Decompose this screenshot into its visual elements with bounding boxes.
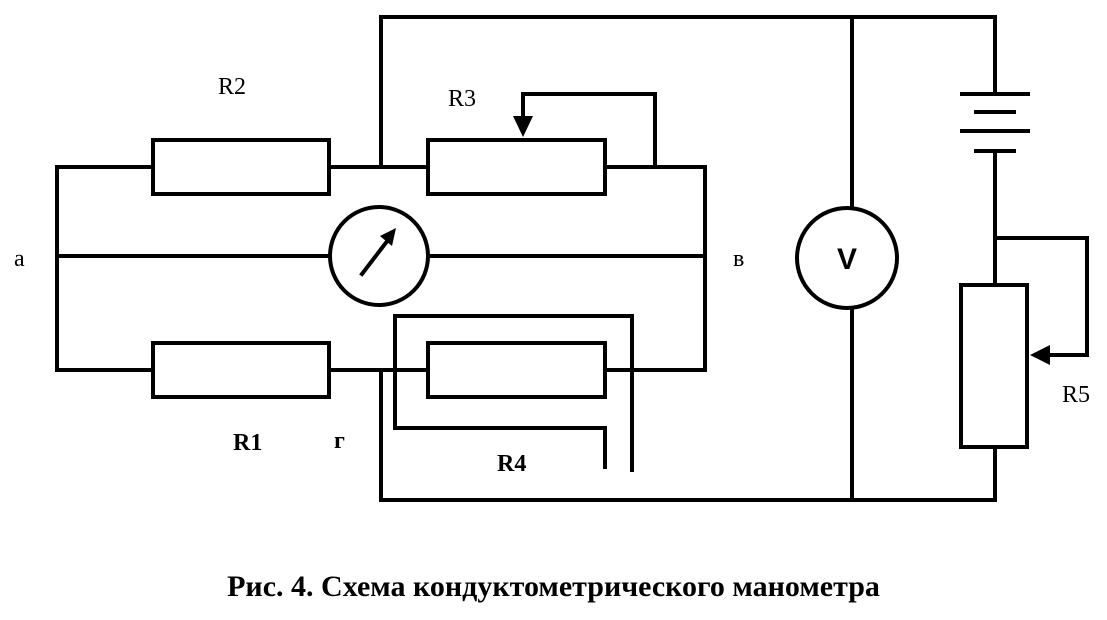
battery-icon [960, 92, 1030, 153]
voltmeter-icon [795, 206, 899, 310]
figure-caption: Рис. 4. Схема кондуктометрического маном… [227, 570, 880, 603]
r5-wiper [993, 236, 1089, 365]
node-label-v: в [733, 246, 744, 272]
resistor-r2 [151, 138, 331, 196]
resistor-r4 [426, 341, 607, 399]
label-r1: R1 [233, 430, 262, 456]
resistor-r3 [426, 138, 607, 196]
label-r3: R3 [448, 86, 476, 112]
label-r5: R5 [1062, 382, 1090, 408]
galvanometer-icon [328, 205, 430, 307]
resistor-r5 [959, 283, 1029, 449]
bridge-wires [55, 165, 707, 372]
node-label-a: а [14, 246, 25, 272]
label-r2: R2 [218, 74, 246, 100]
r3-wiper [513, 92, 657, 169]
label-r4: R4 [497, 451, 526, 477]
node-label-g: г [334, 428, 345, 454]
resistor-r1 [151, 341, 331, 399]
r4-probe-leads [393, 314, 634, 472]
voltmeter: V [795, 206, 899, 310]
voltmeter-label: V [837, 243, 857, 276]
circuit-diagram: V R2 R3 R1 R4 R5 а в г [14, 15, 1090, 502]
supply-wires [379, 15, 997, 502]
